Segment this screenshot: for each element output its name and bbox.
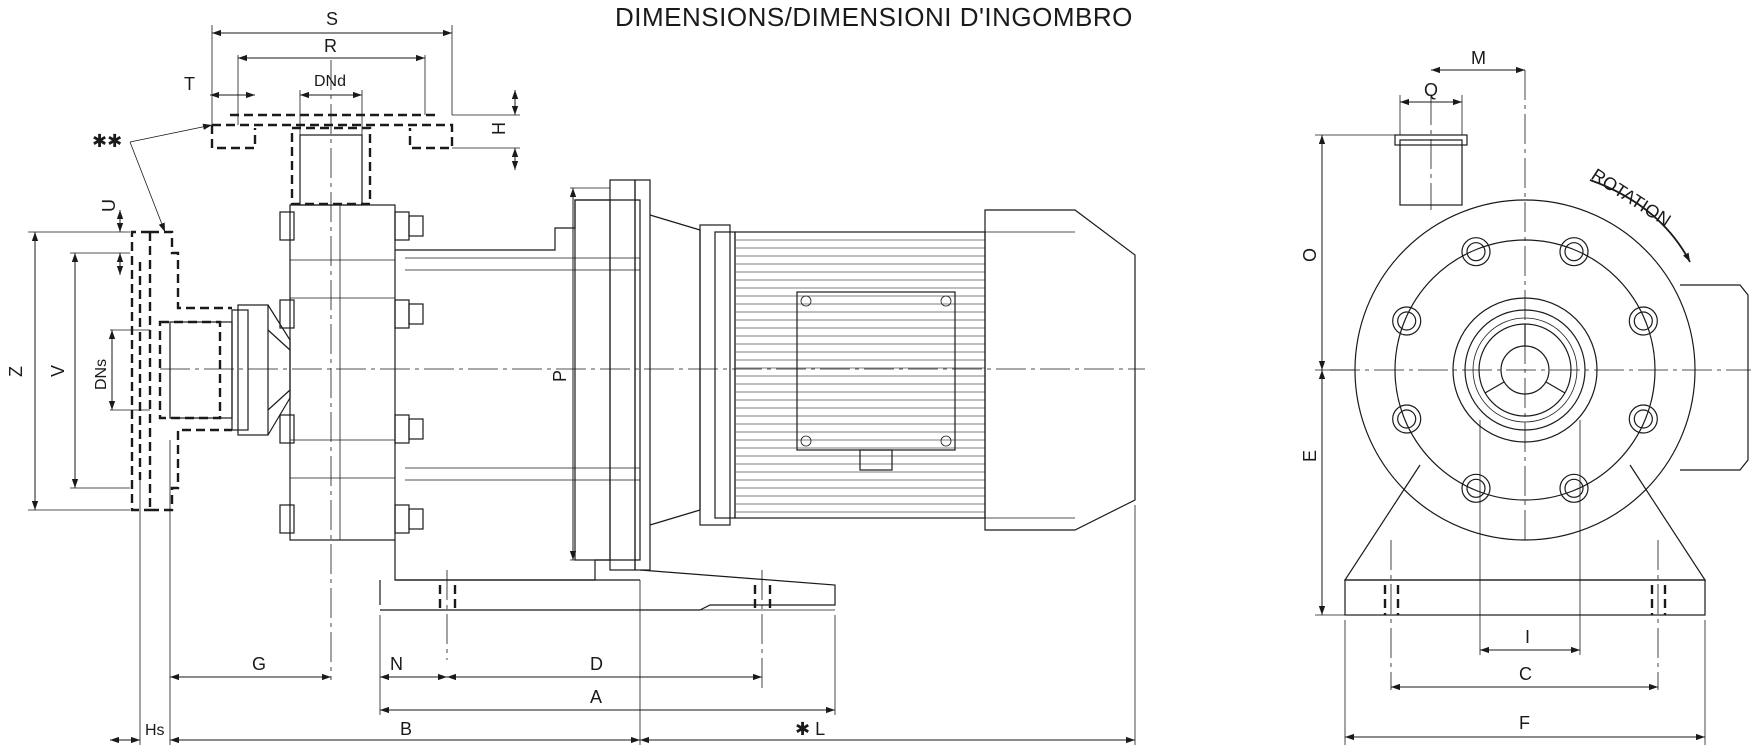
label-U: U xyxy=(99,199,119,212)
label-DNd: DNd xyxy=(314,73,346,90)
rotation-label: ROTATION xyxy=(1588,165,1675,231)
label-R: R xyxy=(324,36,337,56)
side-view: S R T DNd H ✱✱ U Z V DNs P G N D A Hs B … xyxy=(6,9,1145,745)
label-G: G xyxy=(252,654,266,674)
label-O: O xyxy=(1300,248,1320,262)
label-I: I xyxy=(1525,627,1530,647)
motor xyxy=(734,209,1136,531)
double-star-note: ✱✱ xyxy=(92,131,122,151)
label-Hs: Hs xyxy=(145,722,165,739)
drawing-title: DIMENSIONS/DIMENSIONI D'INGOMBRO xyxy=(615,2,1133,32)
label-B: B xyxy=(400,719,412,739)
label-N: N xyxy=(390,654,403,674)
label-L-note: ✱ L xyxy=(795,719,825,739)
label-H: H xyxy=(489,122,509,135)
front-view: M Q O E I C F ROTATION xyxy=(1300,48,1751,745)
extension-lines xyxy=(28,25,1136,745)
pump-casing xyxy=(279,204,424,541)
label-E: E xyxy=(1300,450,1320,462)
front-bolts xyxy=(1392,237,1658,503)
label-M: M xyxy=(1471,48,1486,68)
label-Q: Q xyxy=(1424,80,1438,100)
label-D: D xyxy=(590,654,603,674)
label-T: T xyxy=(184,74,195,94)
label-A: A xyxy=(590,687,602,707)
suction-flange xyxy=(130,230,232,512)
label-V: V xyxy=(48,365,68,377)
label-P: P xyxy=(550,370,570,382)
suction-nozzle xyxy=(169,304,291,436)
label-Z: Z xyxy=(6,366,26,377)
label-DNs: DNs xyxy=(93,359,110,390)
discharge-nozzle xyxy=(210,60,454,680)
base-plate xyxy=(379,569,836,690)
label-S: S xyxy=(326,9,338,29)
label-C: C xyxy=(1519,664,1532,684)
bracket xyxy=(394,179,736,581)
label-F: F xyxy=(1519,713,1530,733)
dimension-lines xyxy=(31,29,1135,744)
